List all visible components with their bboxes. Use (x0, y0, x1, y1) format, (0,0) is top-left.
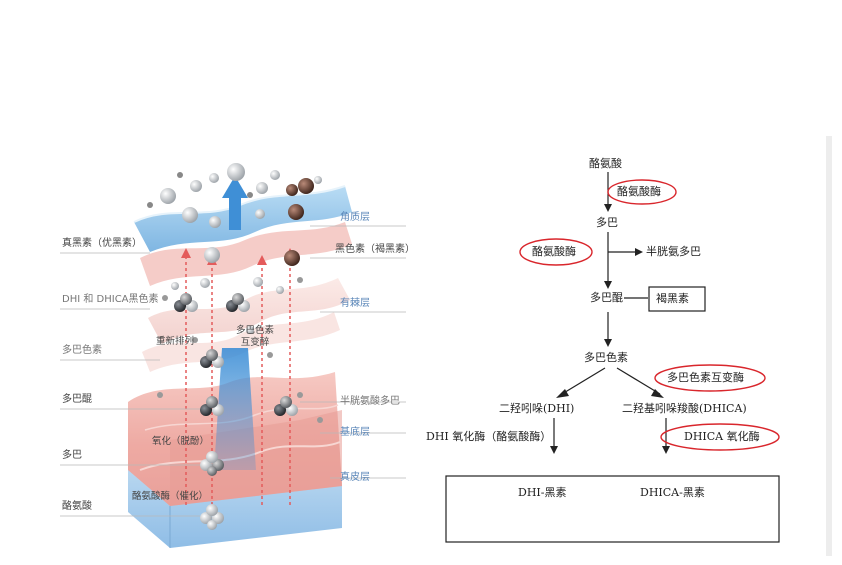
label-oxidation: 氧化（脱酚） (152, 436, 210, 447)
label-pheomelanin: 黑色素（褐黑素） (335, 244, 415, 255)
flow-dhi-oxidase: DHI 氧化酶（酪氨酸酶） (426, 430, 552, 443)
spinous-layer (148, 278, 350, 344)
label-tyrosine: 酪氨酸 (62, 501, 92, 512)
flow-pheomelanin: 褐黑素 (656, 292, 689, 305)
label-dermis: 真皮层 (340, 472, 370, 483)
label-tyrosinase-catalysis: 酪氨酸酶（催化） (132, 491, 209, 502)
label-dopachrome-tautomerase: 多巴色素 互变醉 (236, 325, 275, 348)
flow-dopa: 多巴 (596, 216, 618, 229)
flow-dhi: 二羟吲哚(DHI) (499, 402, 575, 415)
highlight-tyrosinase-2 (519, 238, 593, 266)
molecule-cluster-dopachrome (200, 349, 224, 368)
melanin-products-box (445, 475, 780, 543)
label-dopachrome: 多巴色素 (62, 345, 102, 356)
label-basal-layer: 基底层 (340, 427, 370, 438)
highlight-dhica-oxidase (660, 423, 780, 451)
flow-dhi-melanin: DHI-黑素 (518, 486, 567, 499)
stratum-corneum-layer (134, 186, 352, 252)
molecule-cluster-dopaquinone (200, 396, 298, 416)
flow-enzyme-tyrosinase-2: 酪氨酸酶 (532, 245, 576, 258)
flow-dopachrome: 多巴色素 (584, 351, 628, 364)
melanin-granules (147, 163, 323, 423)
flow-dhica-melanin: DHICA-黑素 (640, 486, 705, 499)
flow-cysteinyldopa: 半胱氨多巴 (646, 245, 701, 258)
label-dhi-dhica-melanin: DHI 和 DHICA黑色素 (62, 294, 159, 305)
label-stratum-corneum: 角质层 (340, 212, 370, 223)
label-cysteinyldopa: 半胱氨酸多巴 (340, 396, 400, 407)
highlight-tautomerase (654, 364, 766, 392)
label-spinous-layer: 有棘层 (340, 298, 370, 309)
label-eumelanin: 真黑素（优黑素） (62, 238, 142, 249)
label-dopa: 多巴 (62, 450, 82, 461)
flow-dopaquinone: 多巴醌 (590, 291, 623, 304)
highlight-tyrosinase-1 (607, 179, 677, 205)
flow-dopachrome-tautomerase: 多巴色素互变酶 (667, 371, 744, 384)
label-dopaquinone: 多巴醌 (62, 394, 92, 405)
pheomelanin-box (648, 286, 706, 312)
molecule-cluster-tyrosine (200, 504, 224, 530)
molecule-cluster-dopa (200, 451, 224, 476)
flow-enzyme-tyrosinase-1: 酪氨酸酶 (617, 185, 661, 198)
molecule-cluster-dhi-dhica (174, 293, 250, 312)
flow-dhica: 二羟基吲哚羧酸(DHICA) (622, 402, 747, 415)
label-rearrangement: 重新排列 (156, 336, 195, 347)
flow-dhica-oxidase: DHICA 氧化酶 (684, 430, 760, 443)
flowchart-panel-edge (826, 136, 832, 556)
flow-tyrosine: 酪氨酸 (589, 157, 622, 170)
